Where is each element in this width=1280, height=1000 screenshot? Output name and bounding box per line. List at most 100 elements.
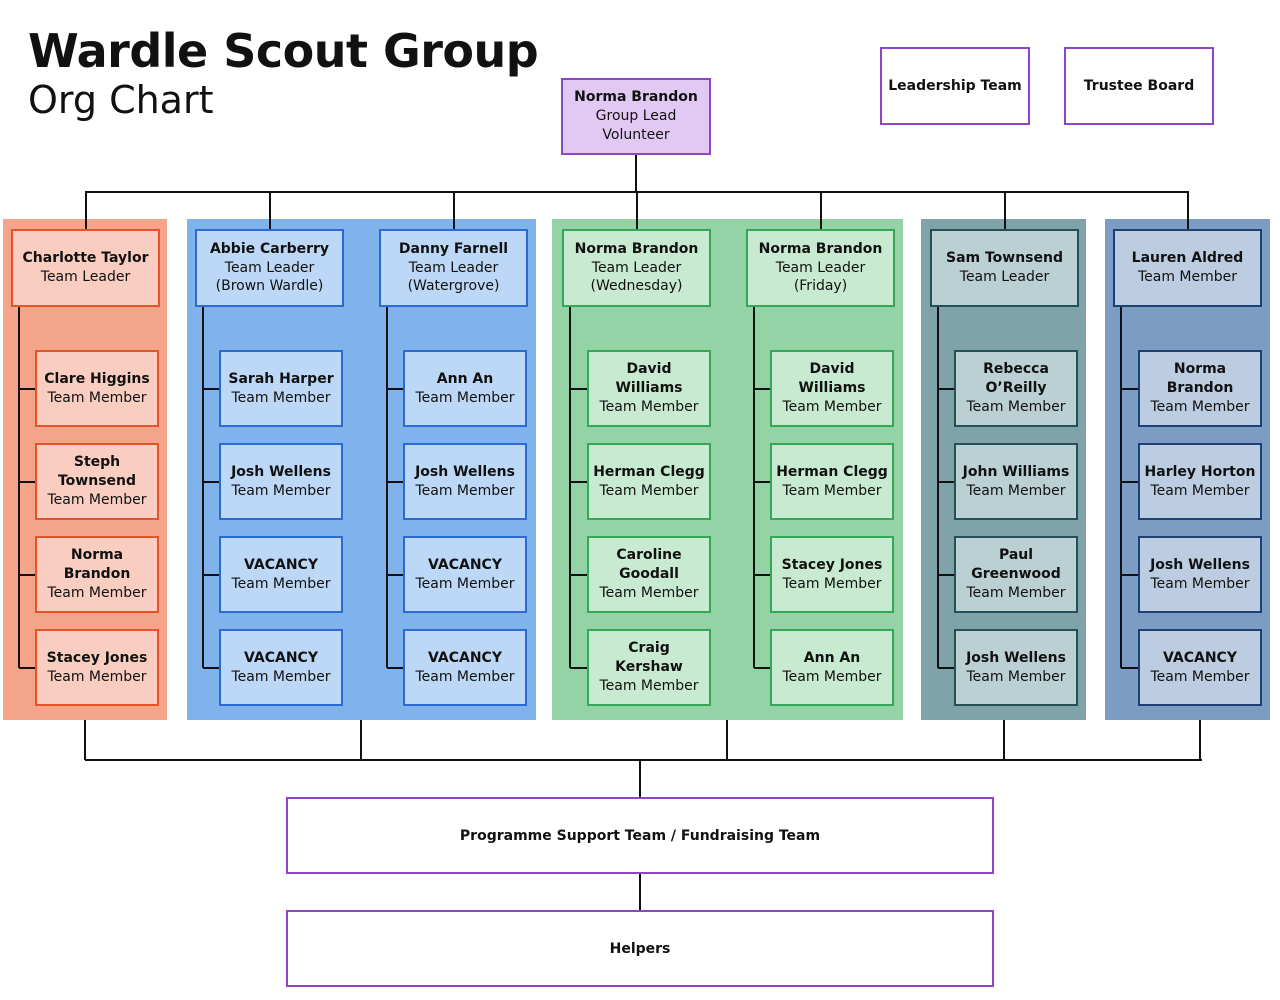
leader-drop-connector xyxy=(1186,192,1189,229)
team-member-name: VACANCY xyxy=(1163,649,1237,666)
member-tree-spine xyxy=(1120,307,1122,668)
panel-bottom-connector xyxy=(1003,720,1005,760)
support-team-box: Programme Support Team / Fundraising Tea… xyxy=(286,797,994,874)
team-member-role: Team Member xyxy=(47,389,147,406)
team-leader-sub: (Wednesday) xyxy=(590,278,683,295)
team-member-role: Team Member xyxy=(599,584,699,601)
member-branch-connector xyxy=(203,666,221,669)
team-member-role: Team Member xyxy=(966,398,1066,415)
member-branch-connector xyxy=(1121,480,1140,483)
member-branch-connector xyxy=(1121,666,1140,669)
member-branch-connector xyxy=(387,480,405,483)
team-leader-role: Team Leader xyxy=(408,259,499,276)
member-branch-connector xyxy=(19,387,37,390)
member-branch-connector xyxy=(19,480,37,483)
member-branch-connector xyxy=(754,573,772,576)
team-leader-name: Abbie Carberry xyxy=(209,240,330,257)
group-lead-box: Norma Brandon Group Lead Volunteer xyxy=(561,78,711,155)
chart-title: Wardle Scout Group xyxy=(28,24,539,78)
team-member-name: David Williams xyxy=(615,361,683,397)
member-branch-connector xyxy=(203,573,221,576)
team-member-role: Team Member xyxy=(782,668,882,685)
member-branch-connector xyxy=(387,387,405,390)
team-leader-role: Team Member xyxy=(1137,269,1238,285)
team-member-role: Team Member xyxy=(47,584,147,601)
team-member-role: Team Member xyxy=(966,482,1066,499)
team-member-name: Paul Greenwood xyxy=(971,547,1061,583)
team-member-role: Team Member xyxy=(1150,575,1250,592)
leader-drop-connector xyxy=(268,192,271,229)
chart-subtitle: Org Chart xyxy=(28,78,214,122)
team-member-name: VACANCY xyxy=(244,556,318,573)
team-member-name: Ann An xyxy=(436,370,494,387)
member-branch-connector xyxy=(938,666,956,669)
team-member-role: Team Member xyxy=(599,482,699,499)
team-member-role: Team Member xyxy=(415,668,515,685)
team-member-name: Josh Wellens xyxy=(415,463,515,480)
team-member-name: Herman Clegg xyxy=(593,463,705,480)
team-member-name: Stacey Jones xyxy=(781,556,883,573)
team-member-role: Team Member xyxy=(231,668,331,685)
member-branch-connector xyxy=(754,387,772,390)
team-member-role: Team Member xyxy=(782,398,882,415)
member-tree-spine xyxy=(569,307,571,668)
leader-drop-connector xyxy=(635,192,638,229)
member-tree-spine xyxy=(937,307,939,668)
helpers-label: Helpers xyxy=(609,940,671,957)
group-lead-sub: Volunteer xyxy=(602,126,670,143)
team-member-role: Team Member xyxy=(782,482,882,499)
team-member-role: Team Member xyxy=(47,491,147,508)
team-leader-name: Norma Brandon xyxy=(574,240,699,257)
member-branch-connector xyxy=(570,480,589,483)
team-member-card: Ann An Team Member xyxy=(770,629,894,706)
team-leader-sub: (Brown Wardle) xyxy=(215,278,324,295)
team-member-name: Josh Wellens xyxy=(966,649,1066,666)
member-branch-connector xyxy=(754,480,772,483)
member-branch-connector xyxy=(203,480,221,483)
team-member-name: Craig Kershaw xyxy=(615,640,683,676)
member-branch-connector xyxy=(570,573,589,576)
helpers-connector xyxy=(639,874,641,910)
member-tree-spine xyxy=(18,307,20,668)
team-member-role: Team Member xyxy=(47,668,147,685)
member-branch-connector xyxy=(387,666,405,669)
leader-drop-connector xyxy=(452,192,455,229)
panel-bottom-connector xyxy=(1199,720,1201,760)
team-member-name: Josh Wellens xyxy=(231,463,331,480)
leadership-team-box: Leadership Team xyxy=(880,47,1030,125)
leader-drop-connector xyxy=(84,192,87,229)
team-member-role: Team Member xyxy=(1150,482,1250,499)
team-member-role: Team Member xyxy=(782,575,882,592)
team-member-name: Ann An xyxy=(803,649,861,666)
team-leader-sub: (Watergrove) xyxy=(407,278,500,295)
trustee-board-label: Trustee Board xyxy=(1083,78,1195,94)
group-lead-name: Norma Brandon xyxy=(574,89,698,106)
team-member-name: Caroline Goodall xyxy=(616,547,682,583)
panel-bottom-connector xyxy=(84,720,86,760)
member-branch-connector xyxy=(570,387,589,390)
team-member-name: Rebecca O’Reilly xyxy=(983,361,1049,397)
team-leader-sub: (Friday) xyxy=(793,278,848,295)
member-branch-connector xyxy=(1121,573,1140,576)
lead-down-connector xyxy=(635,155,637,192)
